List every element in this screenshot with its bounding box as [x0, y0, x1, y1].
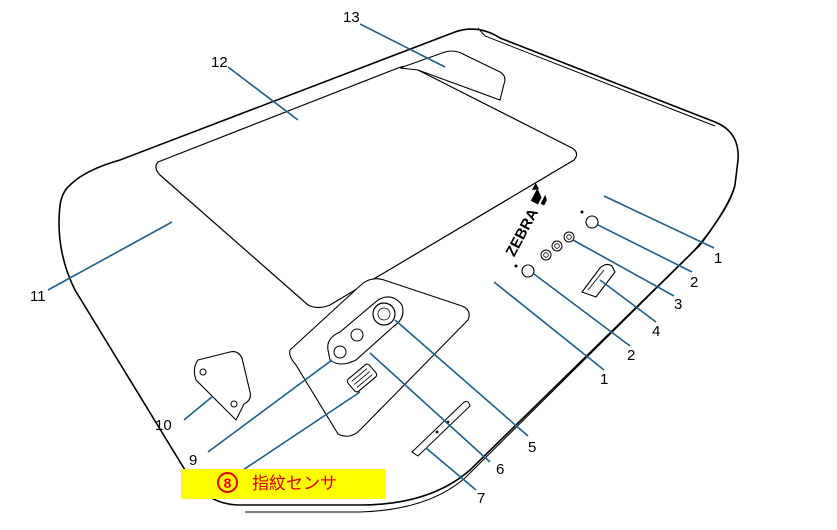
top-module-panel	[399, 50, 506, 101]
leader-4	[599, 279, 657, 323]
edge-button	[581, 263, 616, 298]
device-edge-bevel	[245, 184, 736, 513]
leader-5	[394, 319, 529, 437]
sensor-circle-upper	[585, 215, 599, 229]
zebra-logo-mark	[530, 182, 547, 206]
leader-lines	[47, 23, 715, 491]
callout-3: 3	[674, 296, 682, 313]
callout-11: 11	[30, 288, 46, 305]
contact-1	[540, 249, 552, 261]
leader-9	[207, 359, 333, 453]
fingerprint-highlight-box	[181, 469, 386, 499]
side-port	[199, 368, 207, 376]
fingerprint-sensor-label: 指紋センサ	[252, 474, 337, 494]
leader-11	[47, 221, 173, 291]
leader-10	[183, 395, 214, 421]
leader-2-upper	[597, 224, 693, 273]
camera-housing	[289, 278, 470, 437]
callout-8: 8	[223, 474, 232, 491]
contact-3	[563, 231, 575, 243]
bottom-edge-dot	[435, 430, 439, 434]
callout-labels: 13 12 11 10 9 7 6 5 1 2 4 3 2 1	[30, 9, 722, 507]
edge-button-inner	[587, 269, 605, 291]
leader-2-lower	[533, 273, 631, 347]
leader-7	[425, 447, 477, 491]
leader-1-upper	[603, 195, 715, 249]
leader-13	[359, 23, 446, 68]
device-top-bevel	[477, 27, 716, 127]
sensor-dot	[580, 210, 584, 214]
callout-6: 6	[496, 461, 504, 478]
sensor-circle-lower	[521, 264, 535, 278]
callout-12: 12	[211, 54, 228, 71]
callout-10: 10	[155, 417, 172, 434]
contact-1-inner	[543, 252, 549, 258]
contact-3-inner	[566, 234, 572, 240]
callout-2-upper: 2	[690, 274, 698, 291]
camera-flash	[350, 328, 364, 342]
camera-flash-2	[333, 345, 347, 359]
leader-3	[572, 239, 675, 297]
contact-2-inner	[554, 243, 560, 249]
rear-camera-lens-inner	[377, 307, 391, 321]
sensor-dot-2	[514, 264, 518, 268]
callout-5: 5	[528, 439, 536, 456]
leader-6	[369, 352, 491, 463]
fingerprint-ridges	[351, 368, 373, 388]
callout-8-circle: 8	[217, 472, 238, 493]
bottom-edge-port	[411, 400, 471, 457]
leader-1-lower	[493, 281, 605, 371]
callout-7: 7	[477, 490, 485, 507]
leader-8	[239, 391, 361, 473]
callout-1-upper: 1	[714, 250, 722, 267]
callout-13: 13	[343, 9, 360, 26]
callout-9: 9	[189, 452, 197, 469]
callout-4: 4	[652, 323, 660, 340]
leader-12	[227, 66, 299, 121]
callout-1-lower: 1	[600, 371, 608, 388]
callout-2-lower: 2	[627, 347, 635, 364]
side-port-2	[230, 400, 238, 408]
contact-2	[551, 240, 563, 252]
